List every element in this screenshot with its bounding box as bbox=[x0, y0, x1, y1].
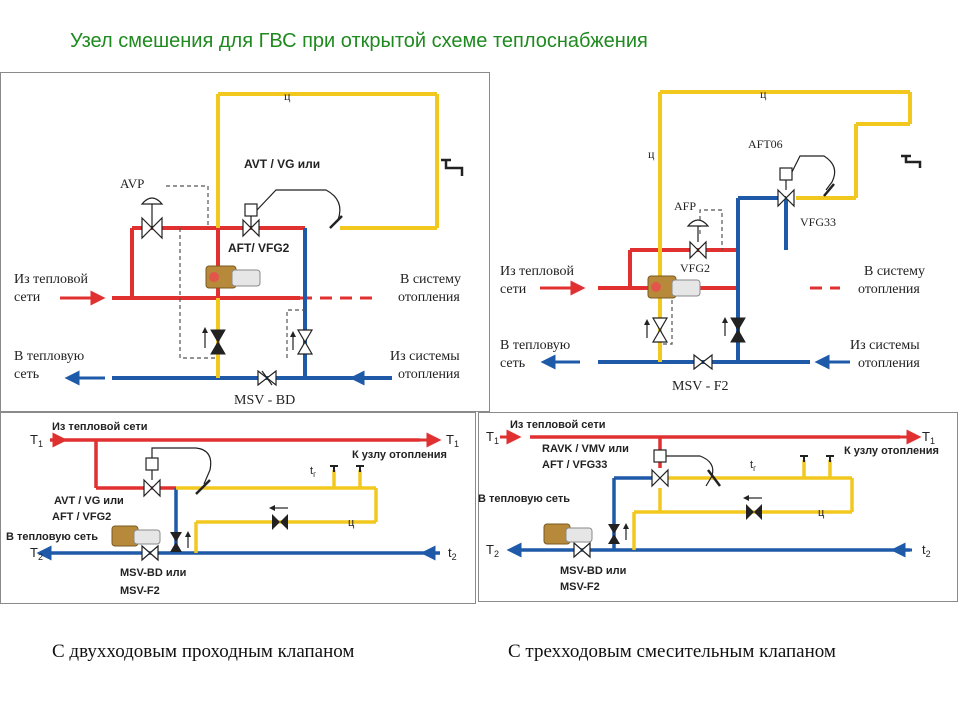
ravk-valve bbox=[651, 449, 721, 488]
vfg33-valve bbox=[777, 155, 836, 208]
label-aft-vfg2: AFT/ VFG2 bbox=[228, 241, 290, 255]
label-avt-vg: AVT / VG или bbox=[244, 157, 320, 171]
label-c: ц bbox=[284, 89, 291, 103]
label-to-heating-node: К узлу отопления bbox=[352, 449, 447, 461]
label-ravk-vmv: RAVK / VMV или bbox=[542, 443, 629, 455]
label-t2: T2 bbox=[30, 545, 43, 562]
top-right-diagram: Из тепловой сети В тепловую сеть В систе… bbox=[500, 87, 925, 394]
label-to-heating-1: В систему bbox=[864, 264, 925, 279]
avp-valve bbox=[140, 197, 164, 240]
afp-valve bbox=[686, 219, 710, 260]
label-c-vertical: ц bbox=[648, 147, 655, 161]
label-tg: tг bbox=[310, 465, 316, 479]
label-t1: T1 bbox=[30, 432, 43, 449]
label-from-heating-2: отопления bbox=[398, 367, 460, 382]
label-msv-bd: MSV-BD или bbox=[120, 567, 186, 579]
label-msv-bd: MSV-BD или bbox=[560, 565, 626, 577]
label-c: ц bbox=[348, 517, 355, 529]
label-aft-vfg33: AFT / VFG33 bbox=[542, 459, 607, 471]
avt-valve bbox=[242, 189, 343, 238]
panel-bottom-right bbox=[478, 412, 958, 602]
msv-bd-valve-bottom bbox=[141, 544, 159, 562]
label-from-heating-1: Из системы bbox=[850, 338, 920, 353]
label-from-heating-1: Из системы bbox=[390, 349, 460, 364]
label-to-network: В тепловую сеть bbox=[6, 531, 98, 543]
label-t1: T1 bbox=[486, 429, 499, 446]
label-t1-end: T1 bbox=[446, 432, 459, 449]
label-afp: AFP bbox=[674, 199, 696, 213]
label-to-network-1: В тепловую bbox=[500, 338, 570, 353]
mixing-valve-photo-right bbox=[647, 275, 701, 299]
label-to-heating-2: отопления bbox=[858, 282, 920, 297]
label-t2-end: t2 bbox=[448, 545, 457, 562]
label-vfg2: VFG2 bbox=[680, 261, 710, 275]
label-c: ц bbox=[818, 507, 825, 519]
label-from-network: Из тепловой сети bbox=[52, 421, 148, 433]
label-from-network: Из тепловой сети bbox=[510, 419, 606, 431]
caption-left: С двухходовым проходным клапаном bbox=[52, 641, 355, 662]
msv-bd-valve bbox=[257, 369, 277, 387]
label-t2: T2 bbox=[486, 542, 499, 559]
label-tg: tг bbox=[750, 459, 756, 473]
caption-right: С трехходовым смесительным клапаном bbox=[508, 641, 836, 662]
check-valve-hot-right bbox=[743, 495, 762, 520]
label-t1-end: T1 bbox=[922, 429, 935, 446]
label-from-heating-2: отопления bbox=[858, 356, 920, 371]
label-aft06: AFT06 bbox=[748, 137, 783, 151]
avt-valve-bottom bbox=[143, 447, 212, 498]
bottom-right-diagram: Из тепловой сети T1 T1 T2 t2 tг ц К узлу… bbox=[478, 419, 939, 593]
panel-top-left bbox=[0, 72, 490, 412]
label-to-network-2: сеть bbox=[14, 367, 39, 382]
label-msv-f2: MSV - F2 bbox=[672, 379, 729, 394]
label-msv-f2: MSV-F2 bbox=[120, 585, 160, 597]
label-t2-end: t2 bbox=[922, 542, 931, 559]
mixing-valve-photo-br bbox=[543, 523, 593, 545]
label-avp: AVP bbox=[120, 176, 144, 191]
mixing-valve-photo bbox=[205, 265, 261, 289]
label-msv-bd: MSV - BD bbox=[234, 393, 295, 408]
mixing-valve-photo-bl bbox=[111, 525, 161, 547]
label-to-network: В тепловую сеть bbox=[478, 493, 570, 505]
page-title: Узел смешения для ГВС при открытой схеме… bbox=[70, 30, 648, 52]
label-msv-f2: MSV-F2 bbox=[560, 581, 600, 593]
label-c: ц bbox=[760, 87, 767, 101]
label-avt-vg: AVT / VG или bbox=[54, 495, 124, 507]
label-to-network-2: сеть bbox=[500, 356, 525, 371]
label-to-heating-2: отопления bbox=[398, 290, 460, 305]
label-vfg33: VFG33 bbox=[800, 215, 836, 229]
msv-valve-bottom-right bbox=[573, 541, 591, 559]
bottom-left-diagram: Из тепловой сети T1 T1 T2 t2 tг ц К узлу… bbox=[6, 421, 459, 597]
label-from-network-1: Из тепловой bbox=[14, 272, 88, 287]
top-left-diagram: Из тепловой сети В тепловую сеть В систе… bbox=[14, 89, 464, 408]
check-valve-hot bbox=[269, 505, 288, 530]
label-to-heating-1: В систему bbox=[400, 272, 461, 287]
label-from-network-2: сети bbox=[14, 290, 41, 305]
msv-f2-valve bbox=[693, 353, 713, 371]
label-aft-vfg2: AFT / VFG2 bbox=[52, 511, 111, 523]
label-to-heating-node: К узлу отопления bbox=[844, 445, 939, 457]
label-from-network-1: Из тепловой bbox=[500, 264, 574, 279]
panel-bottom-left bbox=[0, 412, 476, 604]
label-to-network-1: В тепловую bbox=[14, 349, 84, 364]
label-from-network-2: сети bbox=[500, 282, 527, 297]
